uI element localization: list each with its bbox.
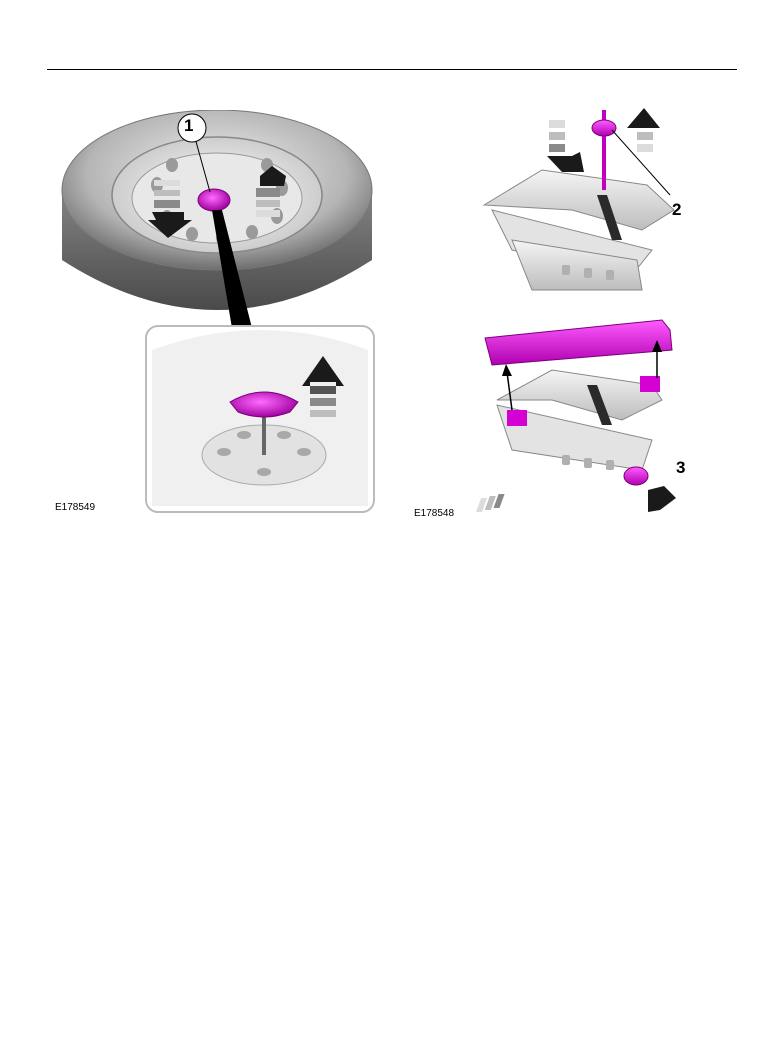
callout-1: 1 <box>184 116 193 136</box>
attach-arrow-left-icon <box>502 364 512 410</box>
turn-handle-arrow-icon <box>476 486 676 512</box>
figure-spare-wheel: 1 E178549 <box>52 110 382 515</box>
lower-arrow-icon <box>547 120 584 172</box>
figure-id: E178549 <box>55 502 95 513</box>
figure-id: E178548 <box>414 508 454 519</box>
retaining-nut <box>198 189 230 211</box>
figure-jack: 2 3 E178548 <box>412 100 702 520</box>
raise-arrow-icon <box>627 108 660 152</box>
spare-wheel-illustration <box>52 110 382 515</box>
callout-3: 3 <box>676 458 685 478</box>
jack-handle <box>485 320 672 365</box>
header-rule <box>47 69 737 70</box>
jack-illustration <box>412 100 702 520</box>
jack-lower <box>485 320 672 485</box>
callout-2: 2 <box>672 200 681 220</box>
